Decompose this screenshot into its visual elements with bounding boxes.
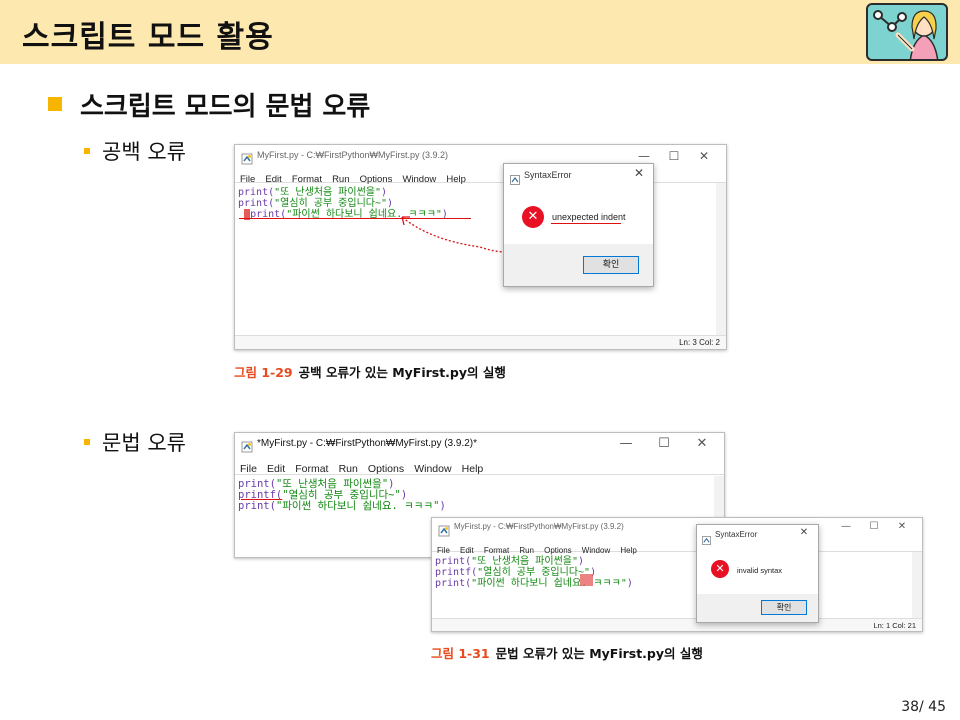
menu-edit[interactable]: Edit [265, 174, 282, 185]
heading-bullet [48, 97, 62, 111]
menu-file[interactable]: File [240, 463, 257, 475]
maximize-icon[interactable]: ☐ [668, 149, 680, 163]
sub-bullet-2 [84, 439, 90, 445]
page-number: 38/ 45 [901, 699, 946, 715]
close-icon[interactable]: ✕ [799, 527, 809, 538]
menu-window[interactable]: Window [402, 174, 437, 185]
menu-file[interactable]: File [437, 546, 450, 555]
page-title: 스크립트 모드 활용 [22, 20, 274, 55]
figure-number: 그림 1-29 [234, 365, 293, 380]
error-marker [244, 209, 251, 220]
cursor-position: Ln: 1 Col: 21 [873, 621, 916, 630]
menu-options[interactable]: Options [359, 174, 393, 185]
python-file-icon [702, 530, 711, 545]
code-line-3: print("파이썬 하다보니 쉽네요. ㅋㅋㅋ") [238, 500, 446, 512]
error-message: unexpected indent [552, 212, 626, 222]
code-line-1: print("또 난생처음 파이썬을") [238, 187, 388, 198]
message-underline [551, 223, 621, 224]
window-titlebar[interactable]: *MyFirst.py - C:₩FirstPython₩MyFirst.py … [235, 433, 724, 457]
menu-format[interactable]: Format [483, 546, 510, 555]
close-icon[interactable]: ✕ [897, 521, 907, 532]
code-line-1: print("또 난생처음 파이썬을") [435, 556, 585, 567]
ok-button[interactable]: 확인 [761, 600, 807, 615]
menu-bar: File Edit Format Run Options Window Help [432, 538, 922, 555]
maximize-icon[interactable]: ☐ [869, 521, 879, 532]
code-editor[interactable]: print("또 난생처음 파이썬을") printf("열심히 공부 중입니다… [235, 476, 724, 557]
annotation-arrow [401, 216, 591, 253]
error-icon: ✕ [711, 560, 729, 578]
figure-text: 공백 오류가 있는 MyFirst.py의 실행 [298, 365, 506, 380]
subsection-label-1: 공백 오류 [102, 140, 186, 164]
menu-options[interactable]: Options [544, 546, 572, 555]
figure-text: 문법 오류가 있는 MyFirst.py의 실행 [495, 646, 703, 661]
dialog-footer: 확인 [697, 594, 818, 622]
close-icon[interactable]: ✕ [698, 149, 710, 163]
code-line-3: print("파이썬 하다보니 쉽네요. ㅋㅋㅋ") [238, 205, 448, 220]
code-line-1: print("또 난생처음 파이썬을") [238, 478, 395, 490]
minimize-icon[interactable]: — [841, 521, 851, 532]
syntax-error-dialog-2: SyntaxError ✕ ✕ invalid syntax 확인 [696, 524, 819, 623]
idle-editor-window-3: MyFirst.py - C:₩FirstPython₩MyFirst.py (… [431, 517, 923, 632]
code-editor[interactable]: print("또 난생처음 파이썬을") print("열심히 공부 중입니다~… [235, 183, 726, 335]
vertical-scrollbar[interactable] [716, 183, 726, 335]
vertical-scrollbar[interactable] [912, 552, 922, 618]
error-message: invalid syntax [737, 566, 783, 575]
python-file-icon [241, 438, 253, 453]
error-highlight [580, 574, 593, 586]
vertical-scrollbar[interactable] [714, 476, 724, 557]
subsection-label-2: 문법 오류 [102, 431, 186, 455]
menu-format[interactable]: Format [295, 463, 329, 475]
error-underline [239, 218, 471, 219]
minimize-icon[interactable]: — [638, 149, 650, 163]
status-bar: Ln: 3 Col: 2 [235, 335, 726, 349]
code-line-2: printf("열심히 공부 중입니다~") [435, 567, 597, 578]
maximize-icon[interactable]: ☐ [658, 436, 670, 451]
teacher-avatar-icon [866, 3, 948, 61]
menu-help[interactable]: Help [461, 463, 484, 475]
figure-number: 그림 1-31 [431, 646, 490, 661]
python-file-icon [438, 522, 450, 537]
window-title: *MyFirst.py - C:₩FirstPython₩MyFirst.py … [257, 438, 478, 449]
syntax-error-dialog-1: SyntaxError ✕ ✕ unexpected indent 확인 [503, 163, 654, 287]
menu-options[interactable]: Options [367, 463, 405, 475]
dialog-title: SyntaxError [524, 170, 572, 180]
menu-bar: File Edit Format Run Options Window Help [235, 457, 724, 475]
dialog-title: SyntaxError [715, 530, 758, 539]
window-title: MyFirst.py - C:₩FirstPython₩MyFirst.py (… [257, 150, 449, 160]
close-icon[interactable]: ✕ [696, 436, 708, 451]
menu-window[interactable]: Window [414, 463, 452, 475]
code-editor[interactable]: print("또 난생처음 파이썬을") printf("열심히 공부 중입니다… [432, 552, 922, 618]
dialog-footer: 확인 [504, 244, 653, 286]
menu-bar: File Edit Format Run Options Window Help [235, 167, 726, 185]
menu-run[interactable]: Run [338, 463, 358, 475]
code-line-2: print("열심히 공부 중입니다~") [238, 198, 394, 209]
menu-edit[interactable]: Edit [459, 546, 474, 555]
window-title: MyFirst.py - C:₩FirstPython₩MyFirst.py (… [454, 522, 624, 531]
code-line-3: print("파이썬 하다보니 쉽네요. ㅋㅋㅋ") [435, 578, 633, 589]
section-heading: 스크립트 모드의 문법 오류 [80, 92, 371, 122]
minimize-icon[interactable]: — [619, 436, 633, 451]
cursor-position: Ln: 3 Col: 2 [679, 338, 720, 347]
python-file-icon [241, 150, 253, 165]
header-bar: 스크립트 모드 활용 [0, 0, 960, 64]
window-titlebar[interactable]: MyFirst.py - C:₩FirstPython₩MyFirst.py (… [235, 145, 726, 167]
menu-file[interactable]: File [240, 174, 256, 185]
menu-run[interactable]: Run [332, 174, 350, 185]
menu-window[interactable]: Window [581, 546, 611, 555]
status-bar: Ln: 1 Col: 21 [432, 618, 922, 631]
menu-help[interactable]: Help [446, 174, 466, 185]
close-icon[interactable]: ✕ [633, 166, 645, 180]
python-file-icon [510, 170, 520, 185]
ok-button[interactable]: 확인 [583, 256, 639, 274]
sub-bullet-1 [84, 148, 90, 154]
figure-caption-2: 그림 1-31 문법 오류가 있는 MyFirst.py의 실행 [431, 643, 703, 662]
menu-help[interactable]: Help [620, 546, 637, 555]
menu-edit[interactable]: Edit [267, 463, 286, 475]
error-icon: ✕ [522, 206, 544, 228]
menu-run[interactable]: Run [519, 546, 534, 555]
code-line-2: printf("열심히 공부 중입니다~") [238, 489, 408, 501]
window-titlebar[interactable]: MyFirst.py - C:₩FirstPython₩MyFirst.py (… [432, 518, 922, 538]
figure-caption-1: 그림 1-29 공백 오류가 있는 MyFirst.py의 실행 [234, 362, 506, 381]
menu-format[interactable]: Format [291, 174, 322, 185]
